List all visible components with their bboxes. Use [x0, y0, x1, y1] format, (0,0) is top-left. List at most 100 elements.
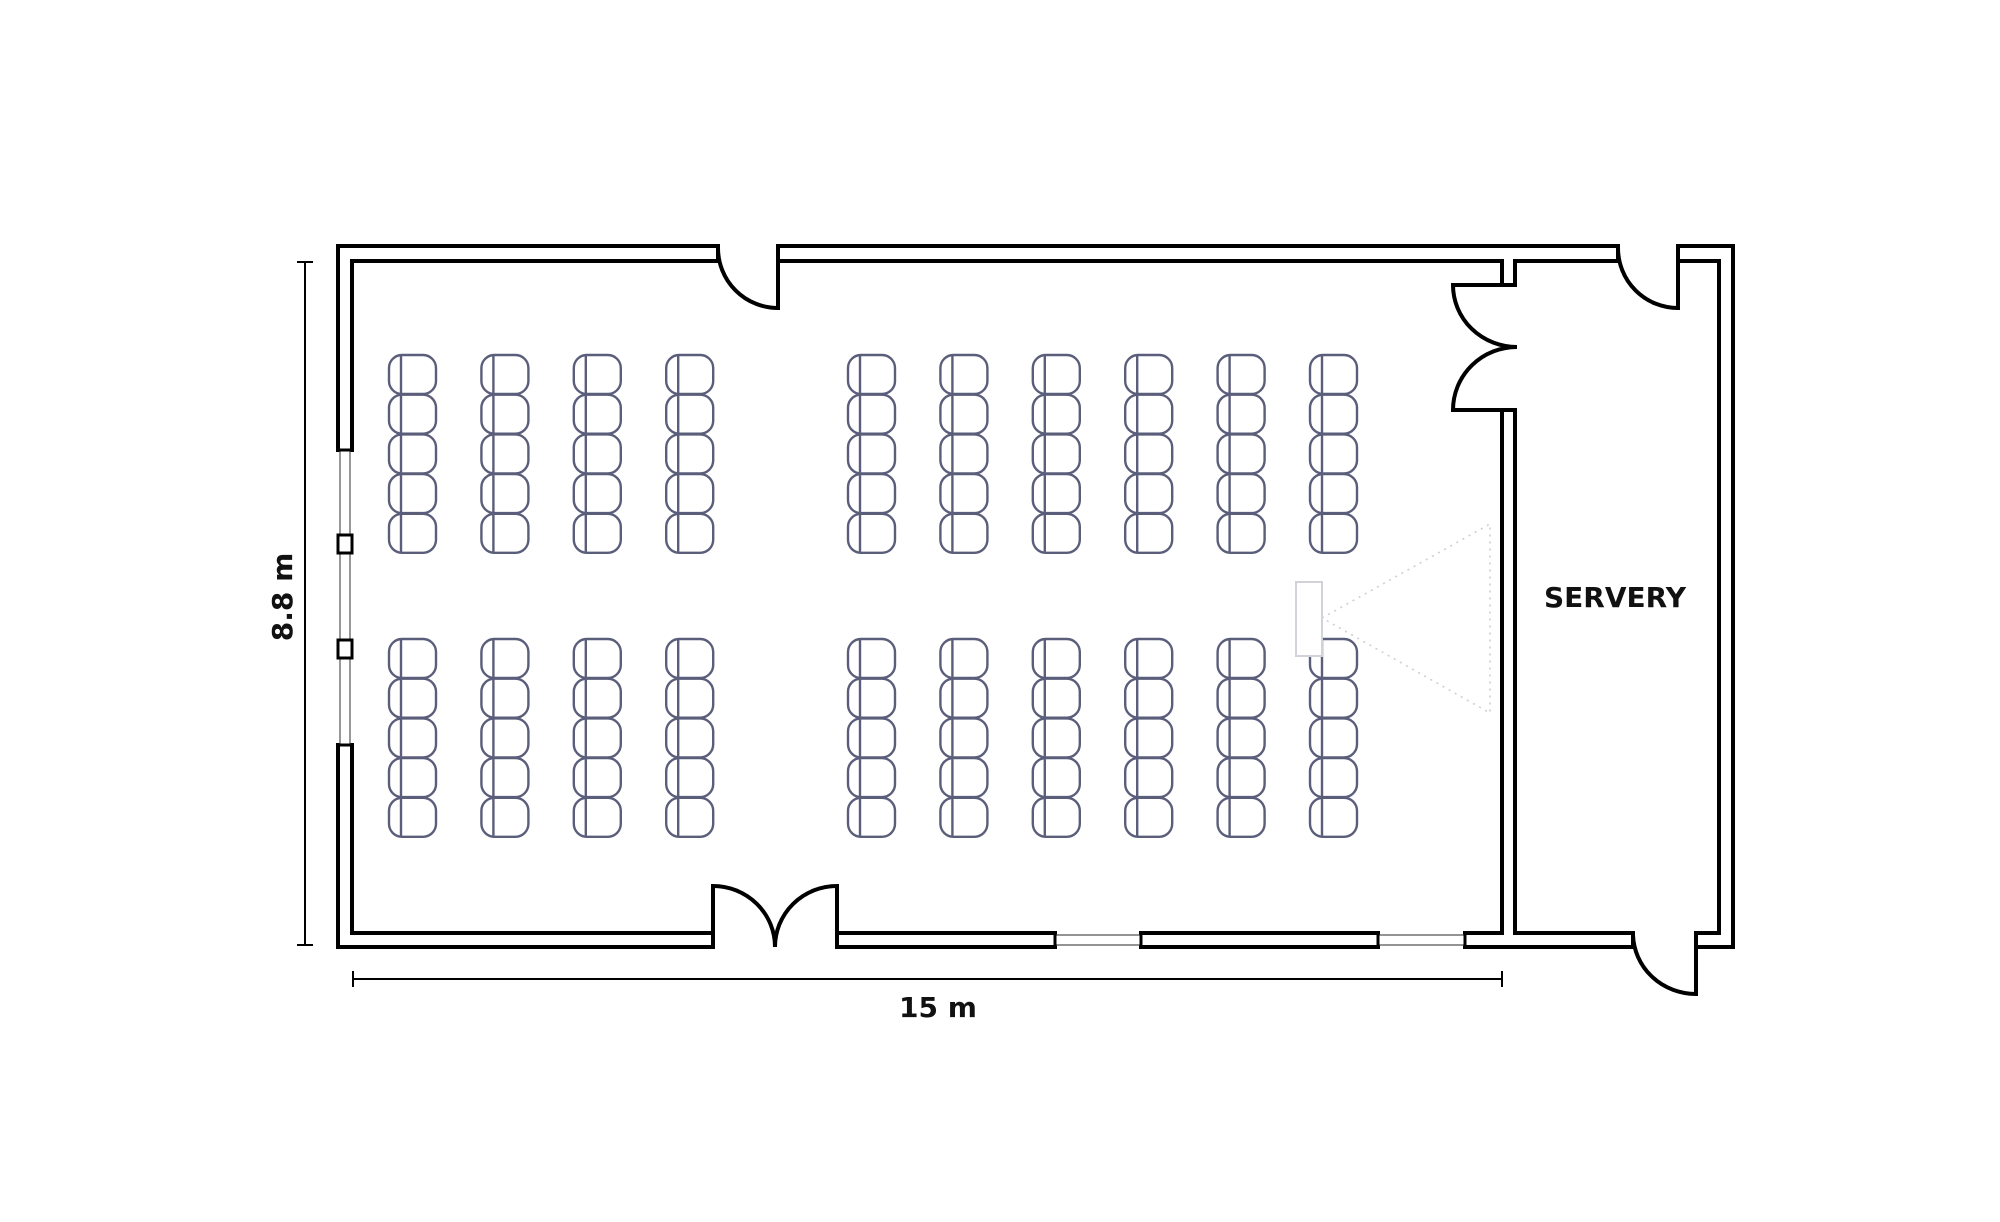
window-mullion [336, 638, 354, 660]
chair-seat [1216, 756, 1266, 799]
chair-seat [480, 717, 530, 759]
chair-seat [665, 393, 715, 435]
chair-seat [1031, 756, 1082, 799]
chair [1031, 433, 1082, 475]
window-mullion [336, 533, 354, 555]
chair-seat [1216, 677, 1266, 719]
servery-bottom-door [1631, 933, 1698, 997]
chair [846, 677, 897, 719]
chair [1123, 796, 1174, 838]
chair-seat [1031, 353, 1082, 396]
chair [1123, 353, 1174, 396]
chair-seat [1123, 717, 1174, 759]
chair-seat [939, 637, 989, 680]
chair-seat [1123, 393, 1174, 435]
chair-seat [846, 433, 897, 475]
chair-seat [1031, 472, 1082, 515]
chair-seat [1216, 512, 1266, 554]
chair-seat [572, 512, 622, 554]
chair [1308, 756, 1359, 799]
chair [846, 433, 897, 475]
chair-seat [846, 512, 897, 554]
chair-seat [846, 393, 897, 435]
chair-seat [480, 796, 530, 838]
chair-seat [480, 393, 530, 435]
chair-seat [939, 353, 989, 396]
chair-seat [1123, 637, 1174, 680]
chair [1308, 717, 1359, 759]
seating-block-front-left [387, 353, 715, 554]
chair-seat [480, 512, 530, 554]
seating-block-front-right [846, 353, 1359, 554]
chair-seat [1308, 796, 1359, 838]
chair-seat [387, 637, 438, 680]
chair [846, 353, 897, 396]
chair [387, 512, 438, 554]
chair [1216, 512, 1266, 554]
chair-seat [665, 637, 715, 680]
chair-seat [939, 756, 989, 799]
chair-seat [939, 433, 989, 475]
width-dimension: 15 m [352, 971, 1503, 1024]
chair [387, 472, 438, 515]
chair-seat [846, 353, 897, 396]
chair [1123, 472, 1174, 515]
seating-layout [387, 353, 1359, 838]
chair [387, 677, 438, 719]
chair-seat [1216, 637, 1266, 680]
chair [846, 512, 897, 554]
chair [1216, 756, 1266, 799]
projector-icon [1295, 581, 1323, 657]
chair [1308, 472, 1359, 515]
chair-seat [572, 637, 622, 680]
chair-seat [1031, 393, 1082, 435]
servery-top-door [1616, 246, 1680, 311]
chair-seat [846, 717, 897, 759]
main-room-walls [350, 259, 1504, 935]
bottom-windows [1053, 933, 1467, 947]
chair-seat [1031, 637, 1082, 680]
chair-seat [1308, 677, 1359, 719]
chair [480, 677, 530, 719]
chair [572, 433, 622, 475]
height-dimension-label: 8.8 m [266, 553, 299, 642]
chair [1031, 756, 1082, 799]
chair-seat [572, 796, 622, 838]
chair [572, 677, 622, 719]
chair-seat [846, 637, 897, 680]
chair-seat [939, 512, 989, 554]
chair-seat [387, 512, 438, 554]
chair [1216, 353, 1266, 396]
chair [1308, 393, 1359, 435]
chair [480, 796, 530, 838]
chair [1031, 717, 1082, 759]
chair [1031, 637, 1082, 680]
chair [1308, 433, 1359, 475]
chair-seat [480, 433, 530, 475]
chair-seat [1216, 717, 1266, 759]
chair-seat [480, 353, 530, 396]
chair [665, 637, 715, 680]
chair-seat [1123, 796, 1174, 838]
chair [665, 512, 715, 554]
chair [572, 756, 622, 799]
chair-seat [665, 756, 715, 799]
chair [387, 433, 438, 475]
chair [480, 472, 530, 515]
chair [572, 796, 622, 838]
chair-seat [939, 393, 989, 435]
chair [1216, 796, 1266, 838]
chair [1308, 353, 1359, 396]
chair [939, 433, 989, 475]
chair-seat [1123, 472, 1174, 515]
chair-seat [1031, 796, 1082, 838]
chair-seat [1123, 433, 1174, 475]
chair [387, 393, 438, 435]
chair [387, 717, 438, 759]
height-dimension: 8.8 m [266, 261, 313, 946]
chair-seat [1308, 717, 1359, 759]
chair [572, 393, 622, 435]
chair [1216, 677, 1266, 719]
chair [665, 796, 715, 838]
chair-seat [939, 796, 989, 838]
